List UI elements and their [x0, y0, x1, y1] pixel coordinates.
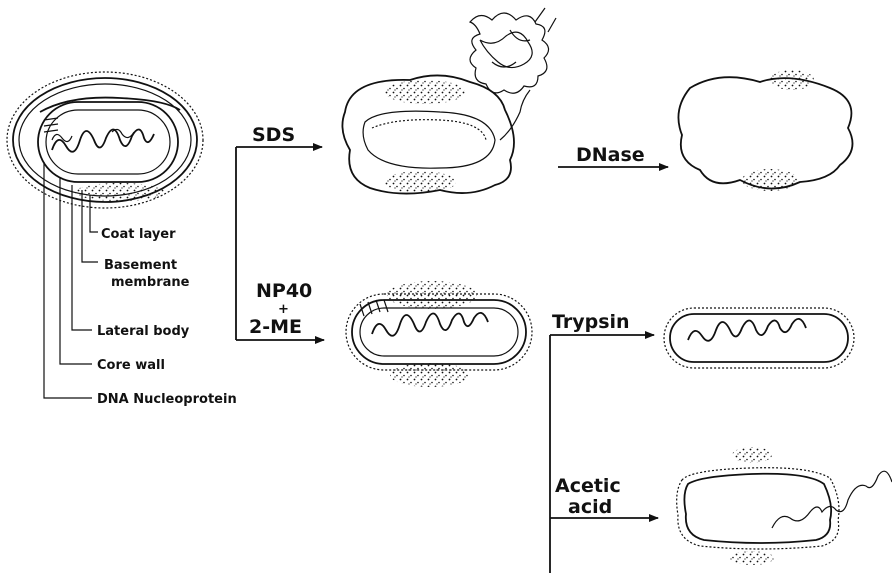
label-plus: + [278, 302, 289, 317]
label-acid: acid [568, 496, 612, 518]
np40-particle [346, 281, 532, 387]
label-2me: 2-ME [249, 316, 302, 338]
label-core-wall: Core wall [97, 358, 165, 373]
sds-core-remnant [363, 111, 495, 168]
sds-particle [342, 8, 556, 194]
acetic-stipple-top [732, 447, 772, 463]
label-acetic: Acetic [555, 475, 621, 497]
acetic-core-wall [684, 474, 831, 543]
sds-dna-strand [500, 90, 530, 140]
trypsin-dna-nucleoprotein [688, 319, 806, 341]
sds-released-dna-tangle [470, 13, 549, 93]
np40-core-wall [360, 308, 518, 356]
label-trypsin: Trypsin [552, 311, 630, 333]
acetic-stipple-bottom [730, 551, 774, 565]
sds-dna-tangle-ends [535, 8, 556, 32]
label-dnase: DNase [576, 144, 645, 166]
sds-lateral-body-bottom [384, 171, 456, 193]
np40-basement-membrane [352, 300, 526, 364]
basement-membrane-shape [38, 102, 178, 182]
label-basement: Basement [104, 258, 177, 273]
core-wall-shape [46, 110, 170, 174]
label-sds: SDS [252, 124, 295, 146]
label-lateral-body: Lateral body [97, 324, 190, 339]
label-np40: NP40 [256, 280, 312, 302]
leader-core-wall [60, 178, 92, 364]
lateral-body-bottom [75, 183, 165, 201]
sds-lateral-body-top [385, 80, 465, 104]
intact-virion [7, 72, 203, 208]
trypsin-outer-dotted [664, 308, 854, 368]
dnase-particle [678, 70, 852, 191]
label-dna-nucleoprotein: DNA Nucleoprotein [97, 392, 237, 407]
dnase-lateral-body-top [770, 70, 814, 90]
sds-dna-tangle-inner [480, 30, 532, 68]
np40-lateral-body-bottom [390, 363, 470, 387]
acetic-released-dna [772, 471, 892, 528]
acetic-acid-particle [677, 447, 892, 565]
np40-dna-nucleoprotein [372, 313, 488, 336]
label-membrane: membrane [111, 275, 190, 290]
np40-lateral-body-top [387, 281, 477, 309]
sds-core-dotted [372, 120, 486, 140]
dnase-lateral-body-bottom [742, 169, 798, 191]
dna-nucleoprotein-shape [52, 129, 154, 151]
label-coat-layer: Coat layer [101, 227, 176, 242]
virion-striations [44, 118, 58, 132]
trypsin-particle [664, 308, 854, 368]
trypsin-core-wall [670, 314, 848, 362]
